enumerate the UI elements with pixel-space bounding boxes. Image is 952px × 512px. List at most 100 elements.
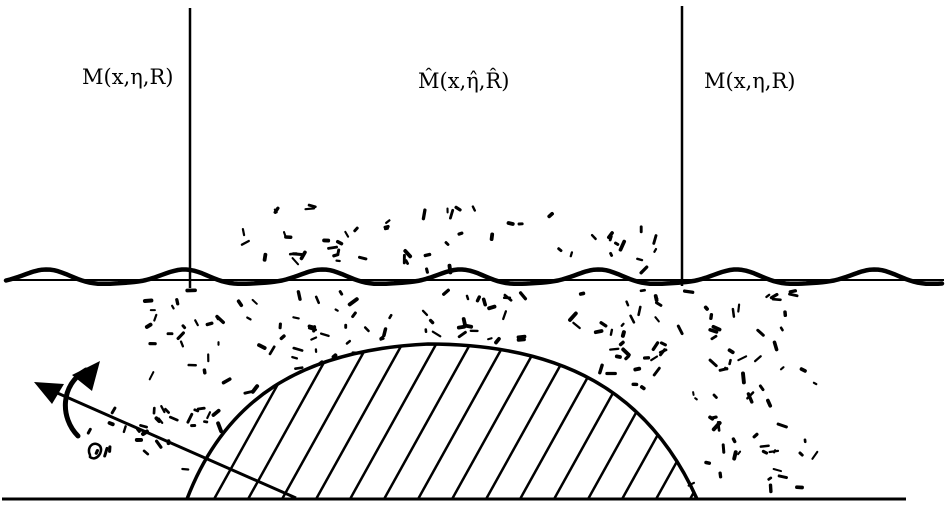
sediment-speck (153, 313, 158, 322)
sediment-speck (338, 290, 344, 296)
sediment-speck (737, 450, 742, 456)
sediment-speck (122, 425, 127, 434)
sediment-speck (428, 318, 435, 325)
sediment-speck (347, 297, 359, 307)
sediment-speck (620, 322, 625, 327)
left-region-label: M(x,η,R) (82, 65, 173, 89)
sediment-speck (746, 392, 754, 404)
sediment-speck (765, 293, 771, 299)
sediment-speck (107, 421, 115, 427)
sediment-speck (279, 334, 286, 341)
hatch-line (342, 344, 446, 499)
sediment-speck (709, 313, 714, 320)
sediment-speck (609, 251, 614, 257)
sediment-speck (299, 250, 307, 261)
sediment-speck (148, 371, 155, 381)
sediment-speck (332, 253, 340, 258)
sediment-speck (404, 259, 410, 265)
sediment-speck (772, 468, 782, 473)
sediment-speck (761, 449, 769, 455)
sediment-speck (273, 208, 278, 214)
sediment-speck (155, 439, 163, 449)
sediment-speck (659, 341, 667, 347)
sediment-speck (724, 366, 729, 371)
sediment-speck (160, 405, 166, 414)
sediment-speck (614, 241, 620, 246)
sediment-speck (351, 311, 357, 319)
sediment-speck (652, 234, 658, 245)
sediment-speck (599, 321, 608, 328)
sediment-speck (629, 314, 636, 324)
sediment-speck (798, 451, 804, 457)
sediment-speck (711, 324, 722, 332)
sediment-speck (304, 207, 316, 211)
seabed-mound (185, 342, 699, 500)
sediment-speck (240, 239, 250, 246)
sediment-speck (179, 340, 185, 348)
sediment-speck (659, 348, 667, 357)
sediment-speck (639, 265, 649, 275)
sediment-speck (383, 224, 390, 229)
sediment-speck (788, 289, 798, 294)
sediment-speck (142, 298, 154, 303)
sediment-speck (307, 324, 317, 329)
sediment-speck (708, 415, 715, 421)
hatch-line (648, 344, 697, 499)
sediment-speck (94, 449, 100, 455)
sediment-speck (708, 358, 718, 368)
sediment-speck (457, 330, 467, 339)
sediment-speck (139, 424, 148, 429)
right-region-label: M(x,η,R) (704, 69, 795, 93)
sediment-speck (655, 301, 663, 307)
sediment-speck (481, 297, 488, 307)
sediment-speck (506, 221, 515, 226)
sediment-speck (759, 444, 770, 448)
sediment-speck (731, 437, 737, 444)
sediment-speck (442, 288, 450, 296)
sediment-speck (221, 377, 232, 385)
hatch-line (274, 344, 378, 499)
sediment-speck (618, 340, 625, 347)
sediment-speck (687, 481, 696, 487)
sediment-speck (624, 354, 631, 361)
sediment-speck (752, 432, 759, 439)
sediment-speck (779, 326, 784, 332)
sediment-speck (598, 363, 604, 375)
sediment-speck (385, 219, 391, 225)
sediment-speck (444, 241, 450, 246)
sediment-speck (772, 449, 777, 454)
sediment-speck (487, 337, 493, 341)
sediment-speck (756, 328, 765, 337)
sediment-speck (157, 417, 164, 424)
sediment-speck (708, 328, 719, 334)
sediment-speck (141, 429, 149, 436)
sediment-speck (262, 252, 268, 262)
sediment-speck (653, 247, 658, 253)
sediment-speck (812, 381, 818, 386)
rotation-arrowhead-icon (72, 361, 100, 391)
sediment-speck (331, 353, 338, 359)
sediment-speck (351, 351, 363, 355)
sediment-speck (489, 232, 495, 242)
arrow-head-icon (34, 382, 64, 404)
free-surface-wave (3, 267, 945, 287)
sediment-speck (593, 329, 604, 335)
sediment-speck (652, 366, 661, 377)
sediment-speck (454, 205, 462, 212)
sediment-speck (465, 294, 470, 301)
sediment-speck (448, 208, 455, 220)
sediment-speck (728, 358, 732, 366)
sediment-speck (296, 290, 302, 301)
sediment-speck (487, 304, 497, 311)
sediment-speck (618, 239, 627, 252)
sediment-speck (737, 355, 748, 362)
sediment-speck (639, 288, 646, 293)
sediment-speck (181, 467, 190, 471)
sediment-speck (731, 307, 736, 318)
sediment-speck (168, 415, 179, 422)
sediment-speck (251, 298, 258, 305)
sediment-speck (334, 308, 339, 312)
hatch-line (376, 344, 480, 499)
sediment-speck (609, 347, 620, 351)
